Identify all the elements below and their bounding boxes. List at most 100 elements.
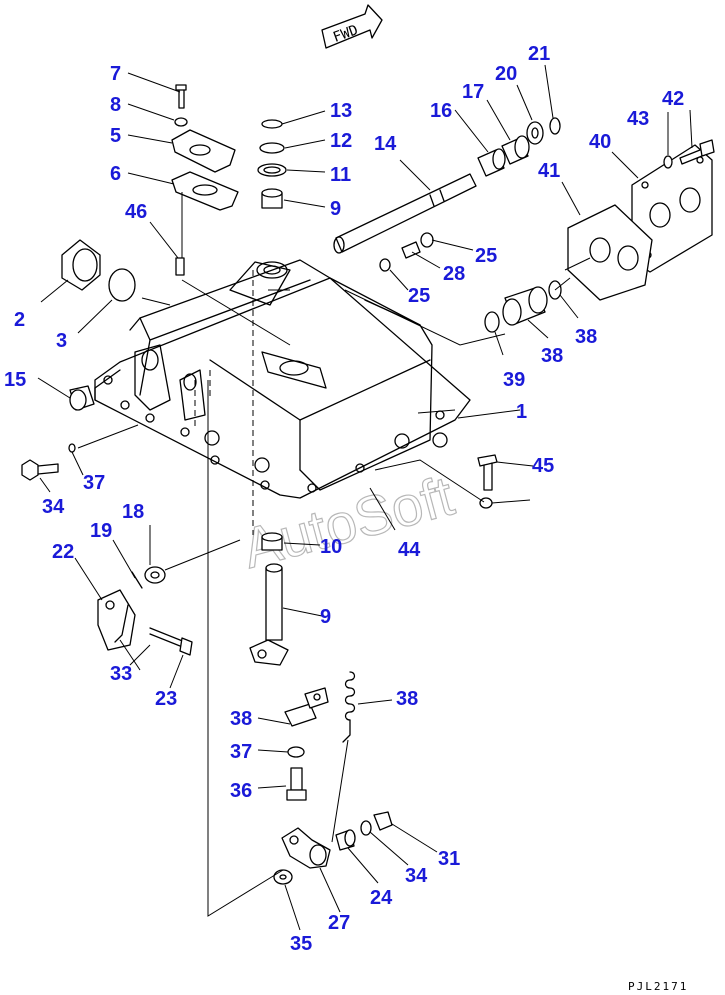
housing-cover xyxy=(94,259,471,499)
part-label: 37 xyxy=(83,472,105,494)
part-label: 22 xyxy=(52,541,74,563)
part-label: 44 xyxy=(398,539,421,561)
gasket-part xyxy=(567,204,653,301)
washer-part xyxy=(287,746,305,758)
nut-part xyxy=(501,135,530,165)
bushing-part xyxy=(69,385,95,411)
shift-lever-part xyxy=(249,563,289,666)
fwd-arrow-icon: FWD xyxy=(321,4,383,49)
part-label: 9 xyxy=(330,198,341,220)
part-label: 3 xyxy=(56,330,67,352)
bolt-part xyxy=(175,84,187,109)
snap-ring-part xyxy=(549,117,561,135)
part-label: 35 xyxy=(290,933,312,955)
spring-part xyxy=(342,671,356,743)
pin-part xyxy=(401,241,421,259)
bearing-part xyxy=(477,148,506,177)
gasket-part xyxy=(171,171,239,211)
washer-part xyxy=(360,820,372,836)
bushing-part xyxy=(335,829,356,851)
washer-part xyxy=(479,497,493,509)
part-label: 13 xyxy=(330,100,352,122)
lever-part xyxy=(281,827,331,869)
cover-plate-part xyxy=(171,129,236,173)
bolt-part xyxy=(286,767,307,801)
sleeve-part xyxy=(502,286,548,326)
part-label: 39 xyxy=(503,369,525,391)
part-label: 38 xyxy=(396,688,418,710)
washer-part xyxy=(144,566,166,584)
bolt-part xyxy=(21,459,59,481)
washer-part xyxy=(663,155,673,169)
part-label: 36 xyxy=(230,780,252,802)
part-label: 18 xyxy=(122,501,144,523)
washer-part xyxy=(526,121,544,145)
part-label: 28 xyxy=(443,263,465,285)
part-label: 25 xyxy=(408,285,430,307)
bolt-part xyxy=(477,454,498,491)
part-label: 5 xyxy=(110,125,121,147)
drawing-code: PJL2171 xyxy=(628,980,688,993)
watermark: AutoSoft xyxy=(236,463,460,580)
part-label: 38 xyxy=(230,708,252,730)
seal-part xyxy=(257,163,287,177)
part-label: 15 xyxy=(4,369,26,391)
pin-part xyxy=(175,257,185,276)
part-label: 25 xyxy=(475,245,497,267)
washer-part xyxy=(259,142,285,154)
bushing-part xyxy=(420,232,434,248)
part-label: 27 xyxy=(328,912,350,934)
o-ring-part xyxy=(484,311,500,333)
washer-part xyxy=(174,117,188,127)
part-label: 11 xyxy=(330,164,351,186)
part-label: 42 xyxy=(662,88,684,110)
part-label: 19 xyxy=(90,520,112,542)
bracket-part xyxy=(284,687,329,727)
part-label: 38 xyxy=(575,326,597,348)
part-label: 20 xyxy=(495,63,517,85)
part-label: 10 xyxy=(320,536,342,558)
part-label: 46 xyxy=(125,201,147,223)
o-ring-part xyxy=(548,280,562,300)
part-label: 7 xyxy=(110,63,121,85)
part-label: 16 xyxy=(430,100,452,122)
bearing-part xyxy=(261,188,283,209)
part-label: 31 xyxy=(438,848,460,870)
part-label: 2 xyxy=(14,309,25,331)
part-label: 37 xyxy=(230,741,252,763)
nut-part xyxy=(373,811,393,831)
part-label: 17 xyxy=(462,81,484,103)
part-label: 21 xyxy=(528,43,550,65)
part-label: 24 xyxy=(370,887,393,909)
part-number-labels: 7 8 5 6 46 13 12 11 9 14 16 17 20 21 40 … xyxy=(4,43,684,955)
part-label: 6 xyxy=(110,163,121,185)
part-label: 40 xyxy=(589,131,611,153)
part-label: 34 xyxy=(405,865,428,887)
part-label: 33 xyxy=(110,663,132,685)
sector-lever-part xyxy=(97,589,136,651)
part-label: 41 xyxy=(538,160,560,182)
part-label: 8 xyxy=(110,94,121,116)
washer-part xyxy=(273,869,293,885)
part-label: 34 xyxy=(42,496,65,518)
cap-part xyxy=(61,239,101,291)
part-label: 38 xyxy=(541,345,563,367)
part-label: 9 xyxy=(320,606,331,628)
pin-part xyxy=(131,571,143,589)
part-label: 23 xyxy=(155,688,177,710)
bolt-part xyxy=(149,627,193,656)
bolt-part xyxy=(679,139,715,165)
part-label: 43 xyxy=(627,108,649,130)
bearing-part xyxy=(261,532,283,551)
part-label: 14 xyxy=(374,133,397,155)
bushing-part xyxy=(379,258,391,272)
snap-ring-part xyxy=(261,119,283,129)
o-ring-part xyxy=(108,268,136,302)
leader-lines xyxy=(37,64,693,931)
o-ring-part xyxy=(68,443,76,453)
part-label: 12 xyxy=(330,130,352,152)
fwd-label: FWD xyxy=(331,22,360,46)
part-label: 1 xyxy=(516,401,527,423)
part-label: 45 xyxy=(532,455,554,477)
